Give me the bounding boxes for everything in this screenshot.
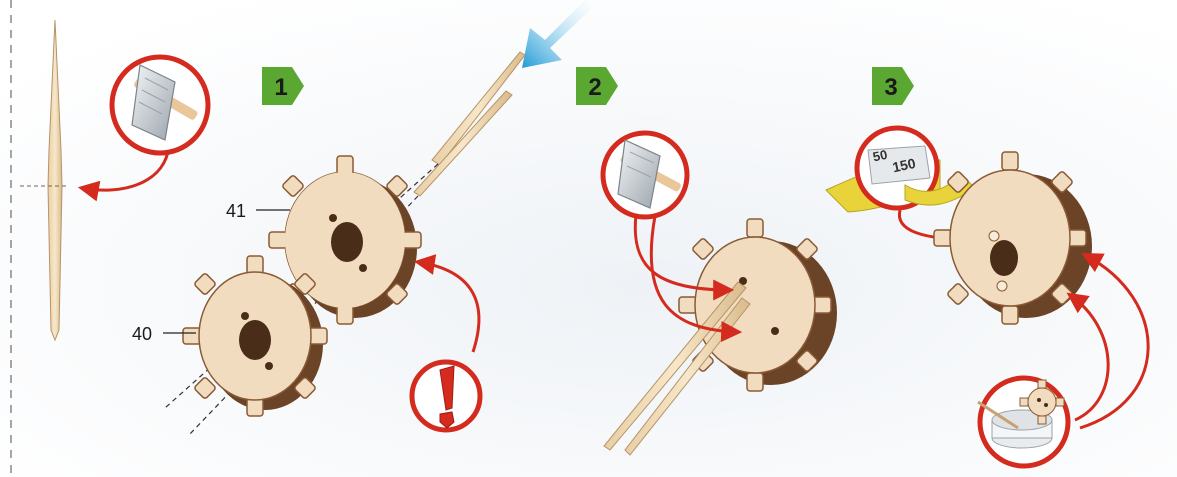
sandpaper-partial-label: 50 bbox=[871, 147, 888, 165]
step-number-2: 2 bbox=[588, 74, 601, 101]
cutter-callout-2 bbox=[603, 133, 687, 217]
step-number-3: 3 bbox=[884, 74, 897, 101]
gear-step-3 bbox=[934, 152, 1092, 324]
part-label-41: 41 bbox=[226, 201, 246, 221]
part-label-40: 40 bbox=[132, 324, 152, 344]
step-number-1: 1 bbox=[274, 74, 287, 101]
